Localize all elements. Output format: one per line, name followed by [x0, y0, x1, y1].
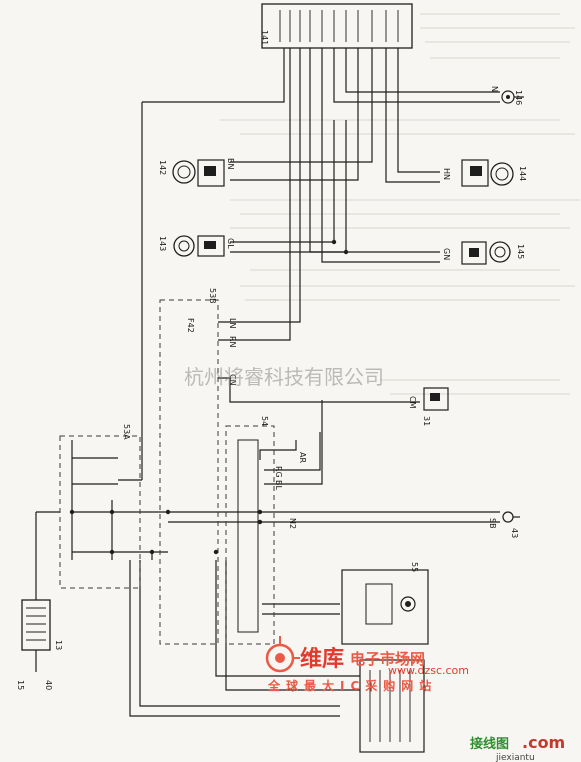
wire-code-cm: CM [408, 396, 417, 409]
label-54: 54 [260, 416, 269, 426]
label-31: 31 [422, 416, 431, 426]
wire-code-rn: RN [228, 336, 237, 348]
watermark-company: 杭州将睿科技有限公司 [184, 365, 384, 389]
junction-dots [69, 239, 349, 555]
dzsc-branding: 维库 电子市场网 www.dzsc.com 全球最大IC采购网站 [265, 636, 469, 693]
module-53b [159, 299, 219, 645]
background-text-bleed [220, 13, 580, 395]
connector-141: 141 [260, 3, 413, 49]
label-143: 143 [158, 236, 167, 251]
speaker-142: 142 [158, 159, 225, 187]
radio-unit [359, 659, 425, 753]
label-142: 142 [158, 160, 167, 175]
wire-code-hn: HN [442, 168, 451, 180]
label-f42: F42 [186, 318, 195, 333]
component-55: 55 [341, 562, 429, 645]
module-outlines [59, 299, 275, 645]
label-146: 146 [514, 90, 523, 105]
module-54-bar [237, 439, 259, 633]
jiexiantu-branding: 接线图 .com jiexiantu [470, 733, 565, 762]
speaker-144: 144 [461, 159, 527, 187]
wiring [35, 48, 500, 717]
label-13: 13 [54, 640, 63, 650]
wire-code-cn: CN [228, 374, 237, 386]
dzsc-logo-icon [265, 636, 300, 673]
corner-site: jiexiantu [495, 753, 535, 762]
label-141: 141 [260, 30, 269, 45]
label-144: 144 [518, 166, 527, 181]
wire-code-rg: RG [274, 466, 283, 478]
brand-name: 维库 [300, 646, 344, 672]
ground-43: 43 [502, 511, 520, 538]
wire-code-ar: AR [298, 452, 307, 463]
label-53a: 53A [122, 424, 131, 440]
wire-code-sb: SB [488, 518, 497, 529]
wire-code-bn: BN [226, 158, 235, 169]
antenna-146: 146 [501, 90, 524, 105]
corner-name: 接线图 [470, 736, 509, 752]
corner-com: .com [522, 733, 565, 752]
brand-slogan: 全球最大IC采购网站 [267, 678, 437, 693]
wire-code-gn: GN [442, 248, 451, 260]
wire-code-ln: LN [228, 318, 237, 328]
label-55: 55 [410, 562, 419, 572]
label-53b: 53B [208, 288, 217, 304]
module-53a [59, 435, 141, 589]
component-31: 31 [422, 387, 449, 426]
brand-market: 电子市场网 [350, 650, 425, 668]
battery-13: 13 15 40 [16, 599, 63, 690]
wire-code-bl: BL [274, 480, 283, 490]
label-145: 145 [516, 244, 525, 259]
speaker-145: 145 [461, 241, 525, 265]
wire-code-ns: N2 [288, 518, 297, 529]
speaker-143: 143 [158, 235, 225, 257]
label-43: 43 [510, 528, 519, 538]
brand-url: www.dzsc.com [388, 664, 469, 677]
label-15: 15 [16, 680, 25, 690]
wire-code-gl: GL [226, 238, 235, 249]
module-54 [225, 425, 275, 645]
label-40: 40 [44, 680, 53, 690]
wire-code-nl: N [490, 86, 499, 92]
